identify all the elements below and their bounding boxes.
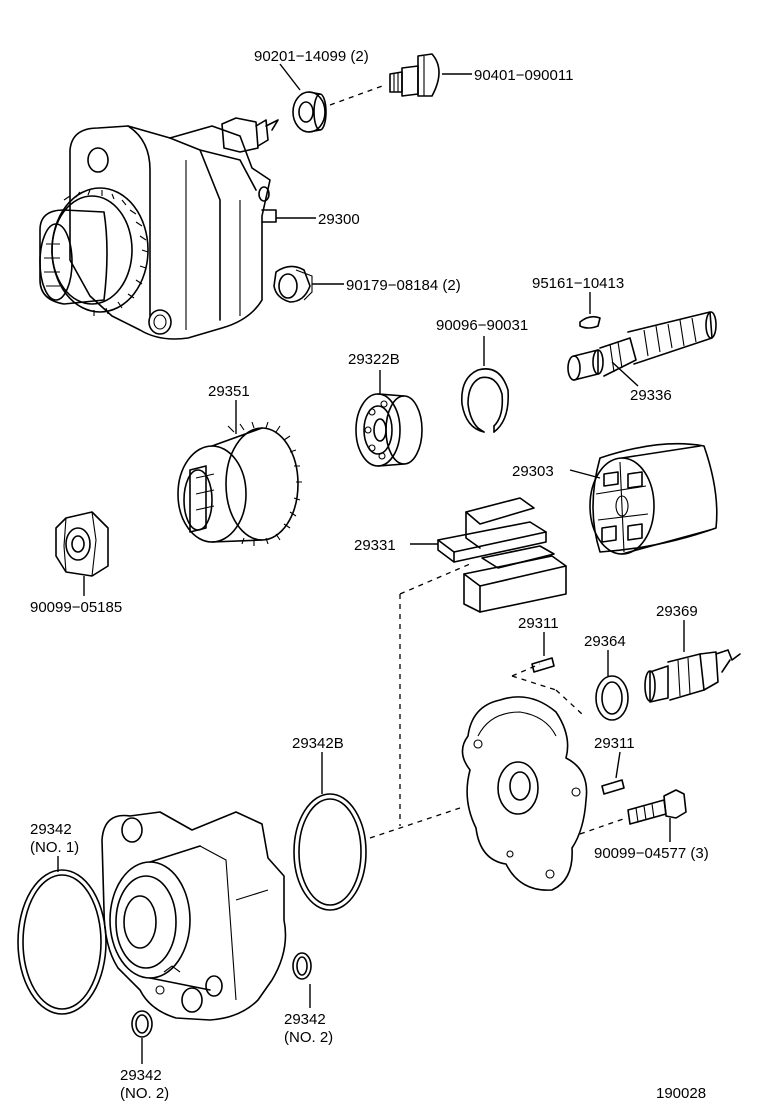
dash-pin-to-plate-c bbox=[511, 663, 541, 677]
part-90179-nut bbox=[273, 265, 313, 303]
label-29303: 29303 bbox=[512, 463, 554, 480]
label-90099-04577: 90099−04577 (3) bbox=[594, 845, 709, 862]
label-29336: 29336 bbox=[630, 387, 672, 404]
label-90401: 90401−090011 bbox=[474, 67, 573, 84]
label-29311-a: 29311 bbox=[518, 615, 559, 632]
leader-29336 bbox=[611, 361, 639, 387]
part-29303-rotor bbox=[589, 442, 718, 555]
leader-29311-b bbox=[615, 751, 621, 779]
part-95161-key bbox=[579, 292, 601, 329]
part-29369-switch bbox=[644, 649, 741, 703]
label-29351: 29351 bbox=[208, 383, 250, 400]
label-29342-no1-tag: (NO. 1) bbox=[30, 839, 79, 856]
label-29342-no2a-number: 29342 bbox=[284, 1011, 326, 1028]
label-29342-no2b-tag: (NO. 2) bbox=[120, 1085, 169, 1102]
label-29342-no1-number: 29342 bbox=[30, 821, 72, 838]
part-29336-shaft bbox=[567, 311, 717, 381]
part-29342-no2-oring-a bbox=[292, 952, 312, 980]
leader-29303 bbox=[569, 469, 601, 479]
part-29300-pump-housing bbox=[39, 117, 279, 340]
part-29342-no2-oring-b bbox=[131, 1010, 153, 1038]
dash-bolt-to-plate bbox=[579, 817, 627, 835]
dash-vane-to-body bbox=[399, 563, 471, 826]
part-29311-pin-b bbox=[601, 779, 625, 795]
part-pump-lower-housing bbox=[101, 811, 287, 1021]
dash-90201-to-90401 bbox=[329, 84, 386, 106]
label-95161: 95161−10413 bbox=[532, 275, 624, 292]
label-29322b: 29322B bbox=[348, 351, 400, 368]
label-90179: 90179−08184 (2) bbox=[346, 277, 461, 294]
part-29342b-oring bbox=[293, 793, 367, 911]
label-90096: 90096−90031 bbox=[436, 317, 528, 334]
part-pump-side-plate bbox=[461, 696, 588, 891]
label-29369: 29369 bbox=[656, 603, 698, 620]
dash-pin-to-plate-a bbox=[511, 675, 557, 691]
part-90401-plug bbox=[389, 53, 440, 97]
part-90099-04577-bolt bbox=[627, 789, 687, 825]
label-90201: 90201−14099 (2) bbox=[254, 48, 369, 65]
dash-pin-to-plate-b bbox=[555, 689, 583, 715]
part-90201-seal bbox=[292, 91, 327, 133]
part-29311-pin-a bbox=[531, 657, 555, 673]
part-29331-vanes bbox=[437, 497, 567, 613]
leader-90201 bbox=[279, 63, 301, 91]
label-29364: 29364 bbox=[584, 633, 626, 650]
label-29300: 29300 bbox=[318, 211, 360, 228]
label-90099-05185: 90099−05185 bbox=[30, 599, 122, 616]
label-29311-b: 29311 bbox=[594, 735, 635, 752]
label-29342-no2b-number: 29342 bbox=[120, 1067, 162, 1084]
label-29342b: 29342B bbox=[292, 735, 344, 752]
diagram-id: 190028 bbox=[656, 1085, 706, 1102]
part-29342-no1-oring bbox=[17, 869, 107, 1015]
dash-oring-to-plate bbox=[369, 807, 461, 839]
part-90096-snap-ring bbox=[461, 368, 510, 433]
part-90099-05185-nut bbox=[55, 511, 109, 577]
part-29351-gear bbox=[177, 421, 302, 546]
label-29331: 29331 bbox=[354, 537, 396, 554]
part-29364-oring bbox=[595, 675, 629, 721]
part-29322b-bearing bbox=[355, 393, 423, 467]
label-29342-no2a-tag: (NO. 2) bbox=[284, 1029, 333, 1046]
